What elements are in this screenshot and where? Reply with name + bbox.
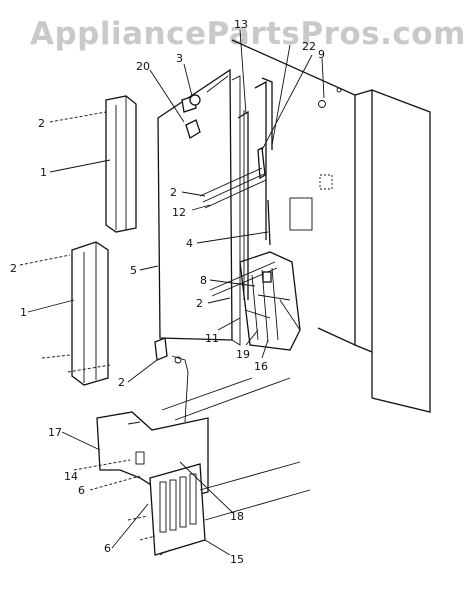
callout-13: 13 [234, 18, 248, 31]
lower-mechanism [239, 251, 301, 351]
callout-16: 16 [254, 360, 268, 373]
divider-panel [157, 68, 241, 346]
callout-18: 18 [230, 510, 244, 523]
callout-2-top-left: 2 [38, 117, 45, 130]
leader-lines [19, 29, 325, 556]
callout-labels: 2 1 2 1 3 20 13 22 9 2 12 4 5 8 2 11 19 … [10, 18, 325, 566]
vertical-rods [237, 77, 273, 300]
callout-8: 8 [200, 274, 207, 287]
lower-hinge-bracket [154, 337, 189, 423]
callout-1-lower: 1 [20, 306, 27, 319]
callout-9: 9 [318, 48, 325, 61]
front-grille [149, 461, 311, 556]
callout-14: 14 [64, 470, 78, 483]
breaker-strip-lower [71, 241, 109, 386]
callout-2-center: 2 [170, 186, 177, 199]
callout-6-lower: 6 [104, 542, 111, 555]
callout-1-upper: 1 [40, 166, 47, 179]
top-fittings [181, 75, 229, 139]
callout-2-bottom-left: 2 [118, 376, 125, 389]
callout-2-mid-left: 2 [10, 262, 17, 275]
callout-6-upper: 6 [78, 484, 85, 497]
callout-22: 22 [302, 40, 316, 53]
breaker-strip-upper [105, 95, 137, 233]
callout-2-lower-center: 2 [196, 297, 203, 310]
callout-11: 11 [205, 332, 219, 345]
callout-20: 20 [136, 60, 150, 73]
callout-5: 5 [130, 264, 137, 277]
callout-15: 15 [230, 553, 244, 566]
callout-3: 3 [176, 52, 183, 65]
callout-4: 4 [186, 237, 193, 250]
callout-19: 19 [236, 348, 250, 361]
callout-12: 12 [172, 206, 186, 219]
callout-17: 17 [48, 426, 62, 439]
watermark-text: AppliancePartsPros.com [30, 16, 466, 52]
cabinet-back-wall [231, 39, 431, 413]
